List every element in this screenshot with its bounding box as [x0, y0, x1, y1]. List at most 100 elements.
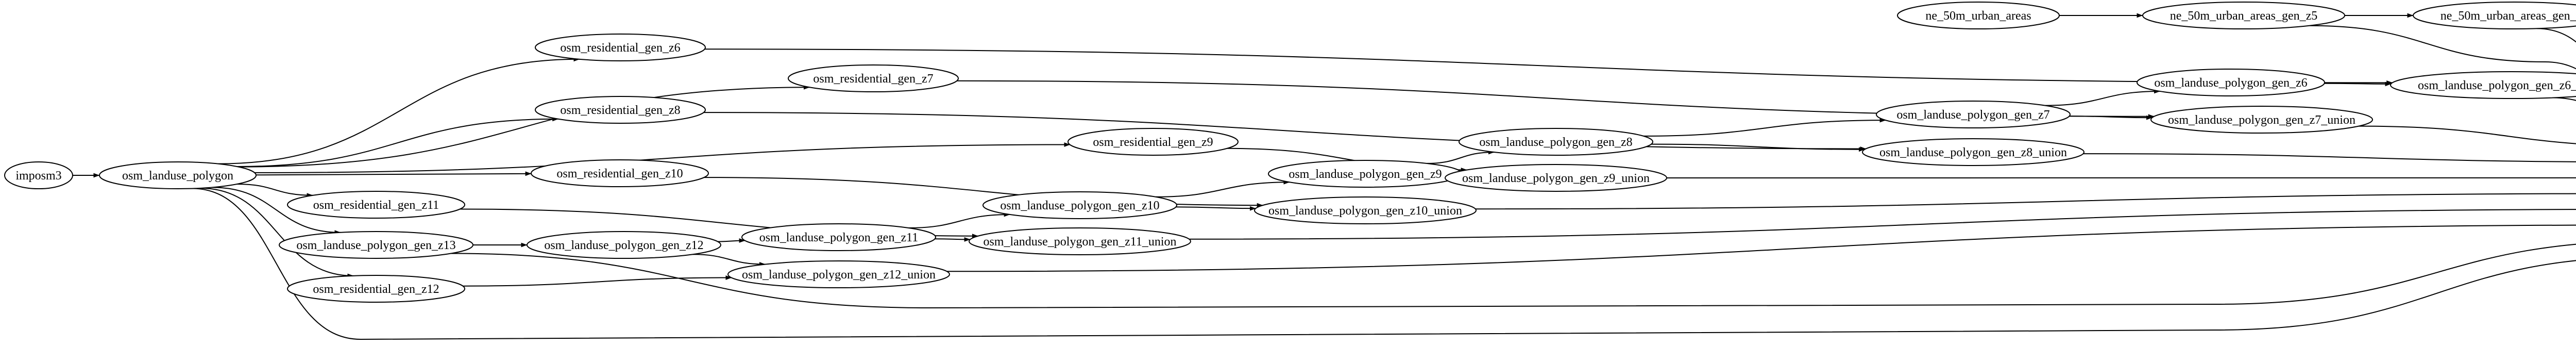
node-osm_residential_gen_z11: osm_residential_gen_z11	[287, 191, 465, 219]
node-label: osm_residential_gen_z6	[560, 41, 680, 55]
edge-osm_landuse_polygon_gen_z12_union-to-layer_landuse:z12	[946, 224, 2576, 272]
edge-osm_landuse_polygon_gen_z9-to-osm_landuse_polygon_gen_z8	[1427, 150, 1495, 164]
node-label: osm_residential_gen_z12	[313, 283, 439, 296]
edge-osm_landuse_polygon_gen_z10-to-osm_landuse_polygon_gen_z10_union	[1176, 206, 1256, 211]
node-ellipse	[1876, 101, 2071, 128]
node-osm_landuse_polygon_gen_z8_union: osm_landuse_polygon_gen_z8_union	[1862, 138, 2084, 166]
node-ellipse	[2413, 2, 2576, 29]
edge-osm_landuse_polygon_gen_z10_union-to-layer_landuse:z10	[1475, 193, 2576, 210]
node-label: osm_landuse_polygon_gen_z11_union	[983, 235, 1176, 249]
node-ellipse	[527, 231, 721, 259]
edge-osm_landuse_polygon_gen_z7_union-to-layer_landuse:z7	[2358, 125, 2576, 144]
node-ellipse	[1445, 164, 1667, 192]
node-osm_landuse_polygon_gen_z7_union: osm_landuse_polygon_gen_z7_union	[2150, 106, 2373, 134]
node-ellipse	[969, 227, 1191, 255]
edge-osm_landuse_polygon-to-osm_residential_gen_z8	[236, 117, 559, 167]
node-osm_residential_gen_z7: osm_residential_gen_z7	[788, 64, 959, 92]
node-osm_landuse_polygon_gen_z12_union: osm_landuse_polygon_gen_z12_union	[727, 260, 950, 288]
edge-osm_landuse_polygon_gen_z8_union-to-layer_landuse:z8	[2083, 153, 2576, 162]
edge-osm_landuse_polygon-to-osm_residential_gen_z7	[238, 85, 810, 168]
node-ellipse	[287, 275, 465, 303]
node-label: ne_50m_urban_areas	[1925, 9, 2031, 23]
edge-osm_landuse_polygon-to-osm_residential_gen_z6	[217, 57, 580, 164]
node-ellipse	[535, 96, 706, 124]
node-ellipse	[531, 159, 709, 187]
node-osm_landuse_polygon_gen_z10_union: osm_landuse_polygon_gen_z10_union	[1254, 196, 1477, 224]
edge-osm_landuse_polygon_gen_z10-to-osm_landuse_polygon_gen_z9	[1156, 179, 1290, 198]
node-ellipse	[741, 223, 936, 251]
edge-osm_landuse_polygon_gen_z7-to-osm_landuse_polygon_gen_z6	[2045, 89, 2161, 106]
edge-osm_landuse_polygon-to-osm_residential_gen_z12	[200, 187, 354, 278]
node-label: osm_residential_gen_z9	[1093, 136, 1213, 149]
node-ellipse	[287, 191, 465, 219]
node-label: osm_landuse_polygon_gen_z6	[2154, 76, 2307, 90]
node-ellipse	[2150, 106, 2373, 134]
node-osm_landuse_polygon_gen_z8: osm_landuse_polygon_gen_z8	[1459, 128, 1653, 156]
node-label: imposm3	[15, 169, 61, 183]
node-label: osm_landuse_polygon_gen_z11	[759, 231, 918, 244]
node-label: osm_landuse_polygon_gen_z10_union	[1268, 204, 1462, 218]
node-label: osm_landuse_polygon_gen_z6_union	[2418, 79, 2576, 92]
node-osm_landuse_polygon_gen_z9: osm_landuse_polygon_gen_z9	[1268, 160, 1463, 188]
edge-osm_residential_gen_z6-to-osm_landuse_polygon_gen_z6_union	[704, 48, 2393, 85]
edge-osm_residential_gen_z12-to-osm_landuse_polygon_gen_z12_union	[463, 275, 732, 287]
node-ellipse	[1862, 138, 2084, 166]
node-ellipse	[2137, 69, 2325, 96]
edge-osm_landuse_polygon-to-osm_landuse_polygon_gen_z13	[212, 187, 341, 235]
node-ellipse	[2142, 2, 2345, 29]
node-osm_residential_gen_z9: osm_residential_gen_z9	[1067, 128, 1239, 156]
node-label: osm_landuse_polygon_gen_z8_union	[1879, 146, 2067, 159]
node-ellipse	[535, 34, 706, 61]
edge-osm_residential_gen_z10-to-osm_landuse_polygon_gen_z10_union	[704, 177, 1263, 208]
edge-osm_residential_gen_z8-to-osm_landuse_polygon_gen_z8_union	[703, 112, 1867, 151]
node-osm_landuse_polygon_gen_z7: osm_landuse_polygon_gen_z7	[1876, 101, 2071, 128]
node-osm_residential_gen_z10: osm_residential_gen_z10	[531, 159, 709, 187]
node-ellipse	[1897, 2, 2060, 29]
node-label: osm_landuse_polygon_gen_z10	[1000, 199, 1159, 212]
node-ellipse	[99, 161, 257, 189]
node-ellipse	[279, 231, 473, 259]
node-osm_landuse_polygon_gen_z13: osm_landuse_polygon_gen_z13	[279, 231, 473, 259]
node-label: osm_residential_gen_z11	[313, 199, 439, 212]
node-ellipse	[788, 64, 959, 92]
node-ellipse	[2390, 71, 2576, 99]
node-label: osm_landuse_polygon_gen_z8	[1479, 136, 1632, 149]
node-label: osm_residential_gen_z10	[556, 167, 683, 180]
edge-osm_landuse_polygon_gen_z11-to-osm_landuse_polygon_gen_z10	[908, 212, 1010, 228]
edge-osm_landuse_polygon_gen_z12-to-osm_landuse_polygon_gen_z11	[717, 238, 745, 243]
node-ellipse	[1459, 128, 1653, 156]
node-ne_50m_urban_areas_gen_z4: ne_50m_urban_areas_gen_z4	[2413, 2, 2576, 29]
edge-ne_50m_urban_areas_gen_z5-to-layer_landuse:z5	[2309, 25, 2576, 70]
node-label: osm_landuse_polygon_gen_z13	[296, 239, 455, 252]
node-ellipse	[1067, 128, 1239, 156]
node-ne_50m_urban_areas: ne_50m_urban_areas	[1897, 2, 2060, 29]
node-osm_landuse_polygon_gen_z11: osm_landuse_polygon_gen_z11	[741, 223, 936, 251]
node-label: osm_landuse_polygon	[122, 169, 233, 183]
node-label: osm_landuse_polygon_gen_z7_union	[2168, 113, 2355, 127]
node-label: ne_50m_urban_areas_gen_z4	[2441, 9, 2576, 23]
node-osm_landuse_polygon: osm_landuse_polygon	[99, 161, 257, 189]
node-label: osm_residential_gen_z7	[813, 72, 933, 86]
edge-osm_landuse_polygon_gen_z13-to-layer_landuse:z13	[451, 243, 2576, 309]
node-ne_50m_urban_areas_gen_z5: ne_50m_urban_areas_gen_z5	[2142, 2, 2345, 29]
edge-osm_landuse_polygon_gen_z12-to-osm_landuse_polygon_gen_z12_union	[692, 254, 766, 267]
node-imposm3: imposm3	[4, 161, 73, 189]
node-osm_landuse_polygon_gen_z6_union: osm_landuse_polygon_gen_z6_union	[2390, 71, 2576, 99]
node-osm_landuse_polygon_gen_z12: osm_landuse_polygon_gen_z12	[527, 231, 721, 259]
node-osm_residential_gen_z6: osm_residential_gen_z6	[535, 34, 706, 61]
node-ellipse	[727, 260, 950, 288]
node-osm_landuse_polygon_gen_z10: osm_landuse_polygon_gen_z10	[982, 191, 1177, 219]
node-osm_landuse_polygon_gen_z6: osm_landuse_polygon_gen_z6	[2137, 69, 2325, 96]
edge-osm_landuse_polygon_gen_z8-to-osm_landuse_polygon_gen_z7	[1643, 118, 1886, 137]
edge-osm_landuse_polygon-to-osm_residential_gen_z11	[236, 184, 313, 198]
node-ellipse	[982, 191, 1177, 219]
node-label: osm_residential_gen_z8	[560, 104, 680, 117]
node-label: ne_50m_urban_areas_gen_z5	[2170, 9, 2318, 23]
node-label: osm_landuse_polygon_gen_z9_union	[1462, 172, 1650, 185]
node-ellipse	[4, 161, 73, 189]
edge-ne_50m_urban_areas_gen_z4-to-layer_landuse:z4	[2536, 28, 2576, 43]
node-osm_residential_gen_z12: osm_residential_gen_z12	[287, 275, 465, 303]
edge-osm_landuse_polygon_gen_z6_union-to-layer_landuse:z6	[2552, 97, 2576, 101]
